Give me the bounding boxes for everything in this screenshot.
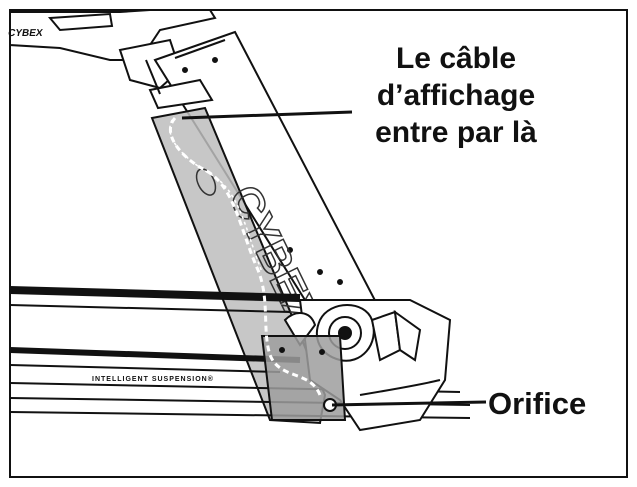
cable-leader-line	[181, 110, 353, 120]
callout-leaders	[181, 110, 487, 407]
display-cable-route-outline	[169, 119, 263, 273]
cable-entry-callout: Le câble d’affichage entre par là	[340, 40, 572, 151]
deck-label: INTELLIGENT SUSPENSION®	[92, 375, 214, 383]
cable-callout-line-2: d’affichage	[376, 79, 536, 112]
orifice-leader-line	[331, 400, 487, 407]
cable-callout-line-1: Le câble	[395, 42, 517, 75]
diagram-border	[9, 9, 628, 478]
treadmill-deck	[9, 286, 471, 419]
upright-frame	[145, 30, 382, 342]
console-brand: CYBEX	[7, 28, 44, 39]
brand-logo-mark	[195, 168, 217, 196]
cable-callout-line-3: entre par là	[375, 116, 537, 149]
orifice-callout: Orifice	[488, 386, 587, 421]
